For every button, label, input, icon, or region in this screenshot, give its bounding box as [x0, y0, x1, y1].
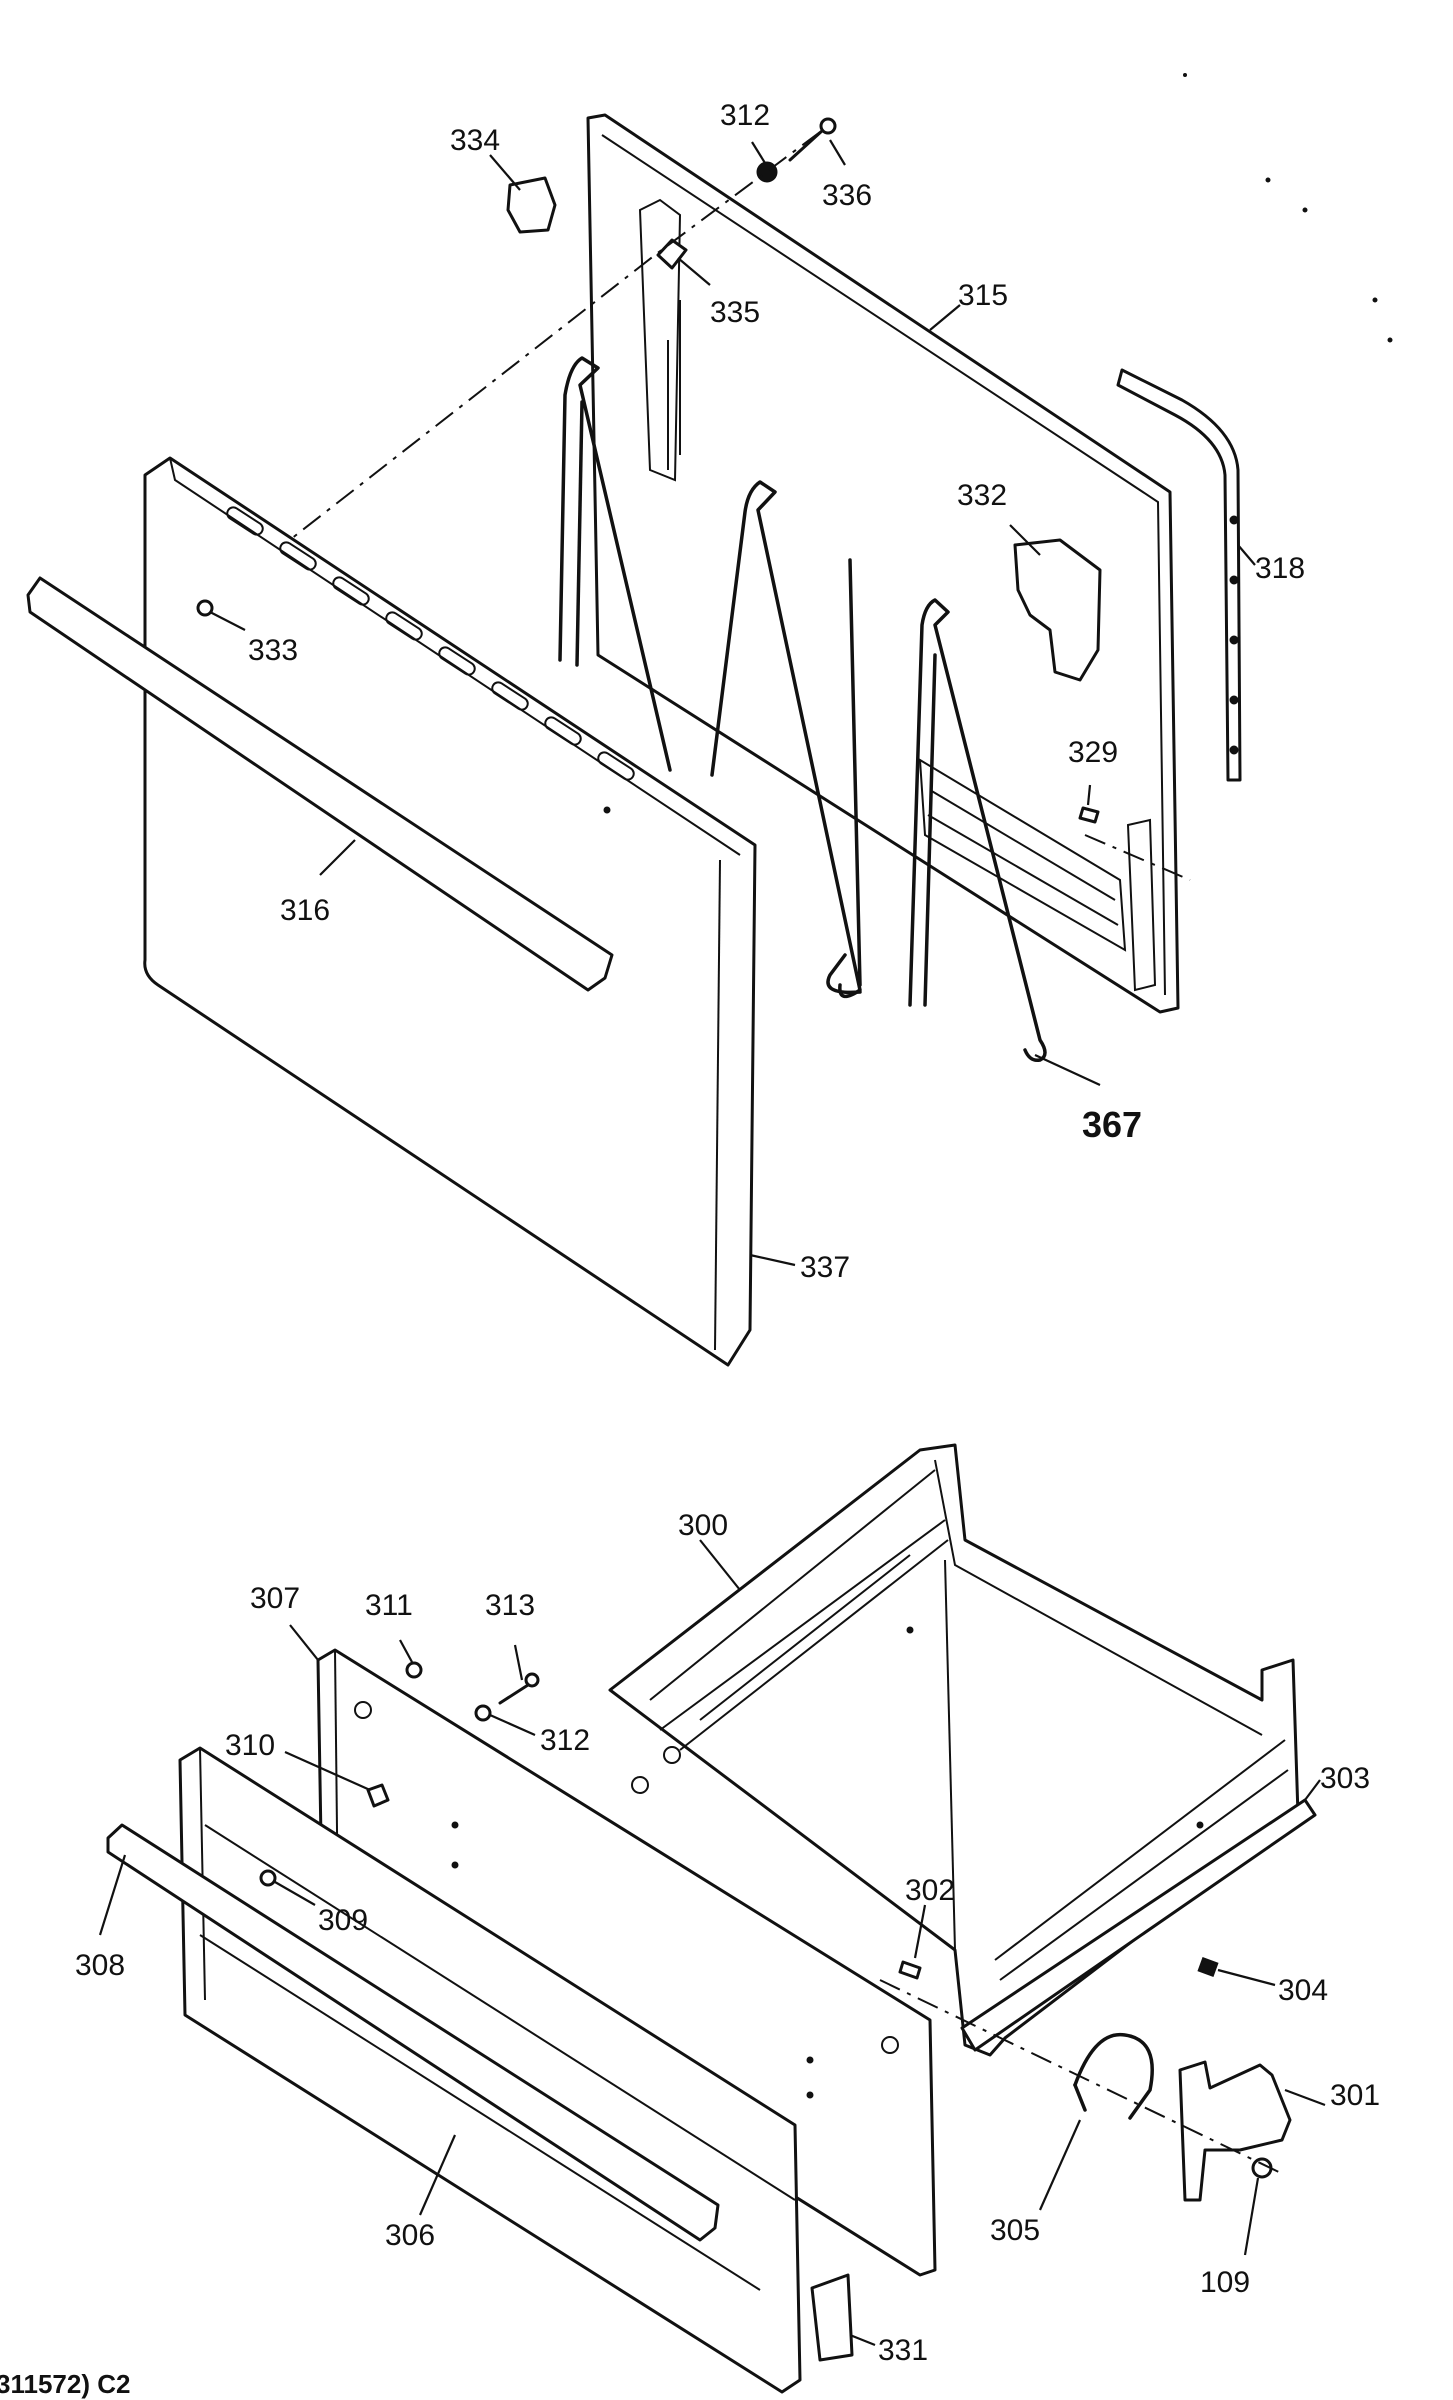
callout-332: 332: [957, 479, 1007, 512]
callout-305: 305: [990, 2214, 1040, 2247]
callout-318: 318: [1255, 552, 1305, 585]
bracket-331: [810, 2273, 854, 2362]
insulation-332: [1013, 538, 1102, 682]
callout-329: 329: [1068, 736, 1118, 769]
oven-racks: [558, 356, 1047, 1063]
door-gasket-318: [1116, 368, 1242, 782]
slide-rail-303: [960, 1798, 1317, 2052]
bracket-301: [1178, 2060, 1292, 2202]
door-handle-316: [26, 576, 614, 992]
callout-313: 313: [485, 1589, 535, 1622]
callout-306: 306: [385, 2219, 435, 2252]
callout-334: 334: [450, 124, 500, 157]
callout-333: 333: [248, 634, 298, 667]
screw-313: [498, 1672, 540, 1705]
callout-312-lower: 312: [540, 1724, 590, 1757]
screw-329: [1078, 806, 1100, 824]
screw-333: [196, 599, 214, 617]
callout-numbers: 334 312 336 335 315 318 332 333 329 316 …: [75, 99, 1380, 2367]
callout-331: 331: [878, 2334, 928, 2367]
callout-301: 301: [1330, 2079, 1380, 2112]
callout-308: 308: [75, 1949, 125, 1982]
washer-312-lower: [474, 1704, 492, 1722]
bracket-334: [506, 176, 557, 234]
spring-305: [1073, 2032, 1154, 2120]
outer-door-panel-337: [143, 456, 757, 1367]
callout-310: 310: [225, 1729, 275, 1762]
oven-door-assembly: [26, 113, 1242, 1367]
callout-300: 300: [678, 1509, 728, 1542]
callout-309: 309: [318, 1904, 368, 1937]
clip-304: [1197, 1957, 1219, 1977]
footer-code: 311572) C2: [0, 2369, 130, 2399]
callout-312-upper: 312: [720, 99, 770, 132]
fastener-310: [366, 1783, 390, 1808]
callout-315: 315: [958, 279, 1008, 312]
callout-337: 337: [800, 1251, 850, 1284]
callout-304: 304: [1278, 1974, 1328, 2007]
washer-311: [405, 1661, 423, 1679]
scan-specks: [1183, 73, 1393, 343]
callout-336: 336: [822, 179, 872, 212]
callout-335: 335: [710, 296, 760, 329]
callout-109: 109: [1200, 2266, 1250, 2299]
callout-367: 367: [1082, 1104, 1142, 1145]
callout-302: 302: [905, 1874, 955, 1907]
leader-lines: [98, 139, 1326, 2347]
callout-307: 307: [250, 1582, 300, 1615]
screw-336: [788, 117, 837, 162]
screw-302: [898, 1960, 922, 1980]
drawer-handle-308: [106, 1823, 720, 2242]
callout-311: 311: [365, 1589, 413, 1622]
screw-309: [259, 1869, 277, 1887]
callout-316: 316: [280, 894, 330, 927]
drawer-body-300: [608, 1443, 1300, 2057]
washer-312: [756, 161, 778, 183]
callout-303: 303: [1320, 1762, 1370, 1795]
vent-slots: [226, 506, 635, 781]
drawer-assembly: [106, 1443, 1317, 2394]
door-liner-315: [586, 113, 1180, 1014]
